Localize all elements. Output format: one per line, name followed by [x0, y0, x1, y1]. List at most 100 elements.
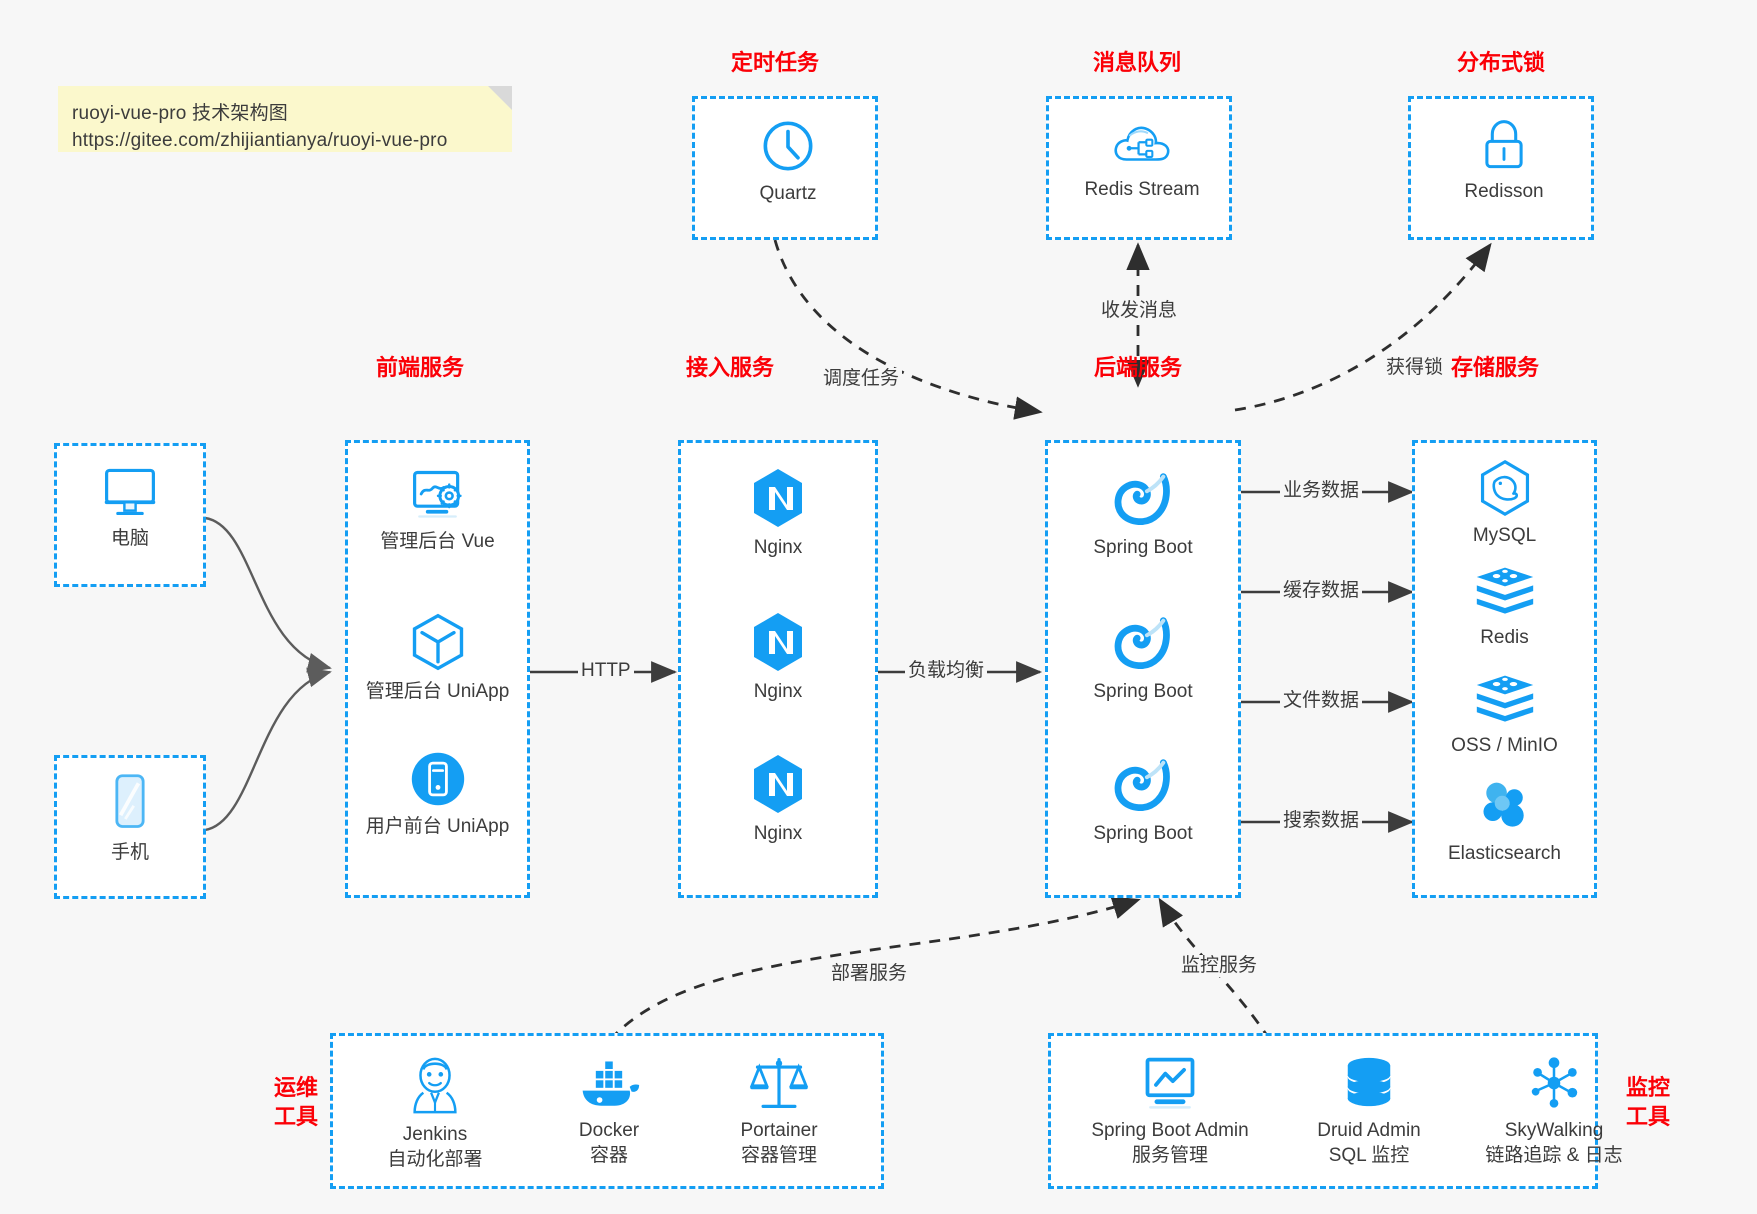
- node-label: Spring Boot: [1093, 537, 1193, 558]
- nginx-icon: [754, 469, 802, 527]
- node-portainer[interactable]: Portainer 容器管理: [699, 1054, 859, 1168]
- group-title-backend: 后端服务: [1093, 355, 1182, 380]
- node-redis-stream[interactable]: Redis Stream: [1049, 117, 1235, 202]
- node-mysql[interactable]: MySQL: [1415, 459, 1594, 548]
- node-label: 电脑: [110, 528, 149, 549]
- node-sublabel: 容器管理: [740, 1145, 817, 1166]
- node-spring-boot-1[interactable]: Spring Boot: [1048, 467, 1238, 560]
- group-title-devops-line1: 运维: [273, 1075, 318, 1100]
- group-title-storage: 存储服务: [1450, 355, 1539, 380]
- spring-leaf-icon: [1114, 473, 1170, 526]
- node-label: 用户前台 UniApp: [365, 816, 510, 837]
- node-spring-boot-2[interactable]: Spring Boot: [1048, 611, 1238, 704]
- node-docker[interactable]: Docker 容器: [529, 1058, 689, 1168]
- phone-icon: [115, 774, 145, 828]
- group-lock: Redisson: [1408, 96, 1594, 240]
- node-admin-vue[interactable]: 管理后台 Vue: [348, 465, 527, 554]
- group-title-mq: 消息队列: [1092, 50, 1181, 75]
- node-nginx-3[interactable]: Nginx: [681, 753, 875, 846]
- node-redisson[interactable]: Redisson: [1411, 117, 1597, 204]
- node-redis[interactable]: Redis: [1415, 565, 1594, 650]
- group-title-monitor: 监控 工具: [1608, 1073, 1688, 1131]
- node-label: Redis Stream: [1084, 179, 1200, 200]
- node-spring-boot-3[interactable]: Spring Boot: [1048, 753, 1238, 846]
- edge-label-cache-data: 缓存数据: [1280, 580, 1363, 602]
- node-spring-boot-admin[interactable]: Spring Boot Admin 服务管理: [1063, 1054, 1277, 1168]
- edge-label-search-data: 搜索数据: [1280, 810, 1363, 832]
- node-oss-minio[interactable]: OSS / MinIO: [1415, 673, 1594, 758]
- spring-leaf-icon: [1114, 617, 1170, 670]
- node-elasticsearch[interactable]: Elasticsearch: [1415, 779, 1594, 866]
- node-label: Quartz: [759, 183, 817, 204]
- node-label: Spring Boot Admin: [1091, 1120, 1249, 1141]
- hexagon-cube-icon: [412, 613, 463, 671]
- dashboard-gear-icon: [412, 470, 462, 518]
- edge-label-business-data: 业务数据: [1280, 480, 1363, 502]
- node-phone[interactable]: 手机: [57, 772, 203, 865]
- node-label: OSS / MinIO: [1451, 735, 1558, 756]
- group-frontend: 管理后台 Vue 管理后台 UniApp 用户前台 UniApp: [345, 440, 530, 898]
- node-sublabel: 服务管理: [1131, 1145, 1208, 1166]
- node-admin-uniapp[interactable]: 管理后台 UniApp: [348, 611, 527, 704]
- group-title-monitor-line2: 工具: [1625, 1104, 1670, 1129]
- node-label: Redis: [1480, 627, 1529, 648]
- node-nginx-2[interactable]: Nginx: [681, 611, 875, 704]
- node-desktop[interactable]: 电脑: [57, 462, 203, 551]
- node-druid-admin[interactable]: Druid Admin SQL 监控: [1281, 1054, 1457, 1168]
- elasticsearch-icon: [1482, 782, 1524, 827]
- monitor-chart-icon: [1145, 1057, 1195, 1109]
- node-label: 管理后台 UniApp: [365, 681, 510, 702]
- database-icon: [1347, 1057, 1391, 1107]
- node-label: MySQL: [1472, 525, 1537, 546]
- group-title-frontend: 前端服务: [375, 355, 464, 380]
- spring-leaf-icon: [1114, 759, 1170, 812]
- nginx-icon: [754, 613, 802, 671]
- node-sublabel: 自动化部署: [387, 1149, 483, 1170]
- group-backend: Spring Boot Spring Boot Spring Boot: [1045, 440, 1241, 898]
- node-quartz[interactable]: Quartz: [695, 117, 881, 206]
- scales-icon: [749, 1058, 809, 1108]
- group-title-scheduler: 定时任务: [730, 50, 819, 75]
- clock-icon: [763, 121, 813, 171]
- group-mq: Redis Stream: [1046, 96, 1232, 240]
- cloud-stream-icon: [1114, 126, 1170, 161]
- skywalking-icon: [1531, 1057, 1578, 1108]
- node-label: 手机: [110, 842, 149, 863]
- nginx-icon: [754, 755, 802, 813]
- group-title-devops: 运维 工具: [256, 1073, 336, 1131]
- node-sublabel: SQL 监控: [1328, 1145, 1410, 1166]
- node-label: Druid Admin: [1317, 1120, 1421, 1141]
- node-jenkins[interactable]: Jenkins 自动化部署: [355, 1054, 515, 1172]
- jenkins-butler-icon: [413, 1057, 457, 1114]
- node-label: Spring Boot: [1093, 681, 1193, 702]
- node-label: SkyWalking: [1504, 1120, 1604, 1141]
- group-title-lock: 分布式锁: [1456, 50, 1545, 75]
- edge-label-acquire-lock: 获得锁: [1383, 357, 1447, 379]
- group-devops: Jenkins 自动化部署 Docker 容器: [330, 1033, 884, 1189]
- note-url: https://gitee.com/zhijiantianya/ruoyi-vu…: [72, 130, 448, 151]
- group-client-phone: 手机: [54, 755, 206, 899]
- node-label: Redisson: [1464, 181, 1544, 202]
- node-sublabel: 容器: [589, 1145, 628, 1166]
- mysql-dolphin-icon: [1480, 459, 1529, 517]
- edge-label-monitor-service: 监控服务: [1178, 955, 1261, 977]
- node-label: Jenkins: [402, 1124, 468, 1145]
- edge-label-mq: 收发消息: [1098, 300, 1181, 322]
- node-label: Spring Boot: [1093, 823, 1193, 844]
- node-label: Portainer: [740, 1120, 818, 1141]
- mobile-app-icon: [411, 752, 464, 806]
- node-label: Nginx: [753, 823, 803, 844]
- note-title: ruoyi-vue-pro 技术架构图: [72, 103, 289, 124]
- node-nginx-1[interactable]: Nginx: [681, 467, 875, 560]
- edge-label-schedule-task: 调度任务: [820, 368, 903, 390]
- note-folded-corner: [488, 86, 512, 110]
- node-user-uniapp[interactable]: 用户前台 UniApp: [348, 750, 527, 839]
- node-sublabel: 链路追踪 & 日志: [1485, 1145, 1623, 1166]
- group-storage: MySQL Redis OS: [1412, 440, 1597, 898]
- docker-whale-icon: [582, 1061, 640, 1106]
- node-label: Docker: [578, 1120, 640, 1141]
- node-label: Nginx: [753, 537, 803, 558]
- edge-label-http: HTTP: [578, 660, 634, 682]
- node-skywalking[interactable]: SkyWalking 链路追踪 & 日志: [1447, 1054, 1661, 1168]
